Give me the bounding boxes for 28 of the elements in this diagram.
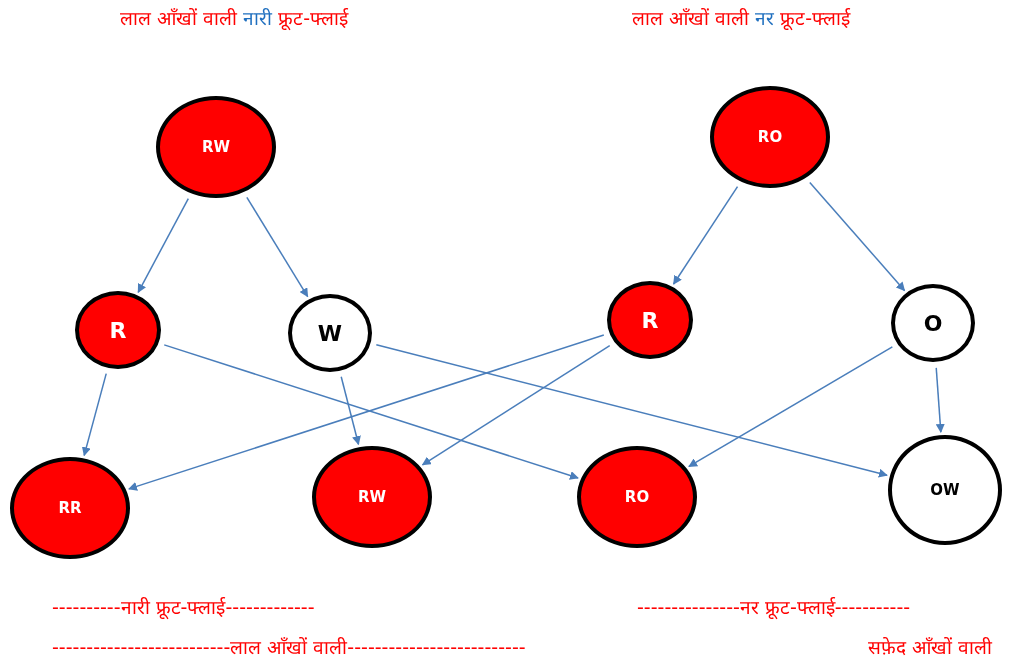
arrow bbox=[246, 196, 309, 298]
circle-node: RO bbox=[577, 446, 697, 548]
circle-node: R bbox=[75, 291, 161, 369]
circle-node: RO bbox=[710, 86, 830, 188]
arrow bbox=[81, 372, 107, 457]
arrow bbox=[935, 367, 945, 434]
circle-node: RW bbox=[312, 446, 432, 548]
circle-node: OW bbox=[888, 435, 1002, 545]
arrow bbox=[137, 197, 190, 294]
arrow bbox=[163, 344, 579, 480]
arrow bbox=[672, 185, 739, 285]
circle-node: W bbox=[288, 294, 372, 372]
caption-text: ---------------नर फ्रूट-फ्लाई----------- bbox=[637, 595, 911, 620]
caption-text: सफ़ेद आँखों वाली bbox=[868, 635, 993, 660]
heading-text: लाल आँखों वाली नर फ्रूट-फ्लाई bbox=[632, 6, 851, 31]
arrow bbox=[128, 334, 605, 491]
circle-node: RW bbox=[156, 96, 276, 198]
circle-node: RR bbox=[10, 457, 130, 559]
caption-text: --------------------------लाल आँखों वाली-------------------------- bbox=[52, 635, 526, 660]
circle-node: O bbox=[891, 284, 975, 362]
circle-node: R bbox=[607, 281, 693, 359]
heading-text: लाल आँखों वाली नारी फ्रूट-फ्लाई bbox=[120, 6, 349, 31]
arrow bbox=[421, 344, 611, 466]
arrow bbox=[340, 376, 361, 446]
arrow bbox=[688, 346, 894, 468]
arrow bbox=[375, 344, 888, 478]
arrow bbox=[809, 181, 906, 292]
caption-text: ----------नारी फ्रूट-फ्लाई------------- bbox=[52, 595, 315, 620]
